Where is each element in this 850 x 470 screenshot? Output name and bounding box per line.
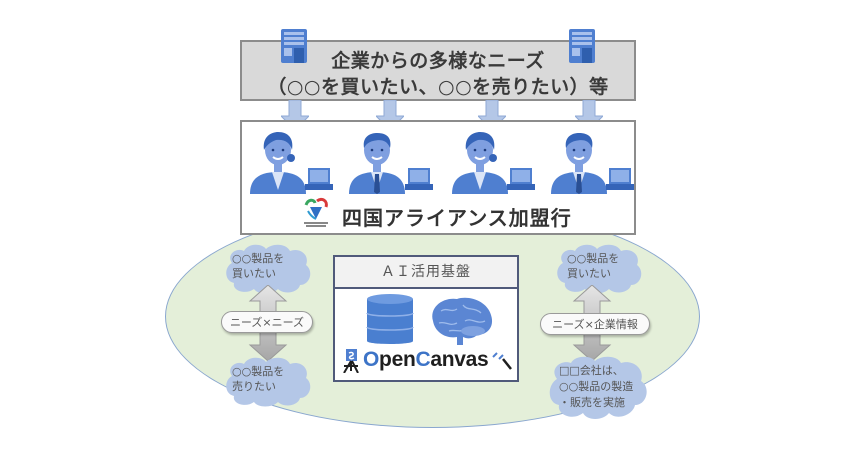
bank-staff-male-icon [349,133,405,194]
bank-staff-female-icon [250,132,306,194]
needs-examples: （○○を買いたい、○○を売りたい）等 [267,76,609,98]
building-icon [569,29,595,63]
cloud-shape [226,357,311,407]
needs-title: 企業からの多様なニーズ [331,50,545,72]
cloud-text: ○○製品を 買いたい [232,252,285,280]
easel-icon [343,349,359,373]
alliance-bank-name: 四国アライアンス加盟行 [342,206,572,230]
building-icon [281,29,307,63]
alliance-banks-box: 四国アライアンス加盟行 [240,120,636,235]
ai-platform-box: ＡＩ活用基盤 OpenCanvas [333,255,519,382]
needs-cloud-buy: ○○製品を 買いたい [222,243,314,295]
opencanvas-anvas: anvas [430,348,489,371]
bank-staff-female-icon [452,132,508,194]
laptop-icon [507,168,535,190]
ai-platform-title: ＡＩ活用基盤 [335,257,517,289]
cloud-shape [549,356,647,419]
cloud-text: □□会社は、 ○○製品の製造 ・販売を実施 [559,364,634,409]
brain-icon [432,297,493,345]
needs-cloud-sell: ○○製品を 売りたい [222,356,314,408]
laptop-icon [305,168,333,190]
shikoku-alliance-logo [304,197,328,227]
needs-company-info-label: ニーズ×企業情報 [540,313,650,335]
needs-cloud-buy: ○○製品を 買いたい [553,243,645,295]
database-icon [366,294,414,344]
needs-matching-label: ニーズ×ニーズ [221,311,313,333]
opencanvas-wordmark: OpenCanvas [363,345,489,375]
cloud-text: ○○製品を 買いたい [567,252,620,280]
bank-staff-male-icon [551,133,607,194]
cloud-shape [226,244,311,294]
laptop-icon [606,168,634,190]
opencanvas-c: C [415,348,431,371]
cloud-text: ○○製品を 売りたい [232,365,285,393]
brush-icon [492,352,512,370]
opencanvas-o: O [363,348,380,371]
laptop-icon [405,168,433,190]
cloud-shape [557,244,642,294]
opencanvas-logo: OpenCanvas [341,345,513,375]
company-info-cloud: □□会社は、 ○○製品の製造 ・販売を実施 [547,355,651,421]
opencanvas-pen: pen [379,348,416,371]
